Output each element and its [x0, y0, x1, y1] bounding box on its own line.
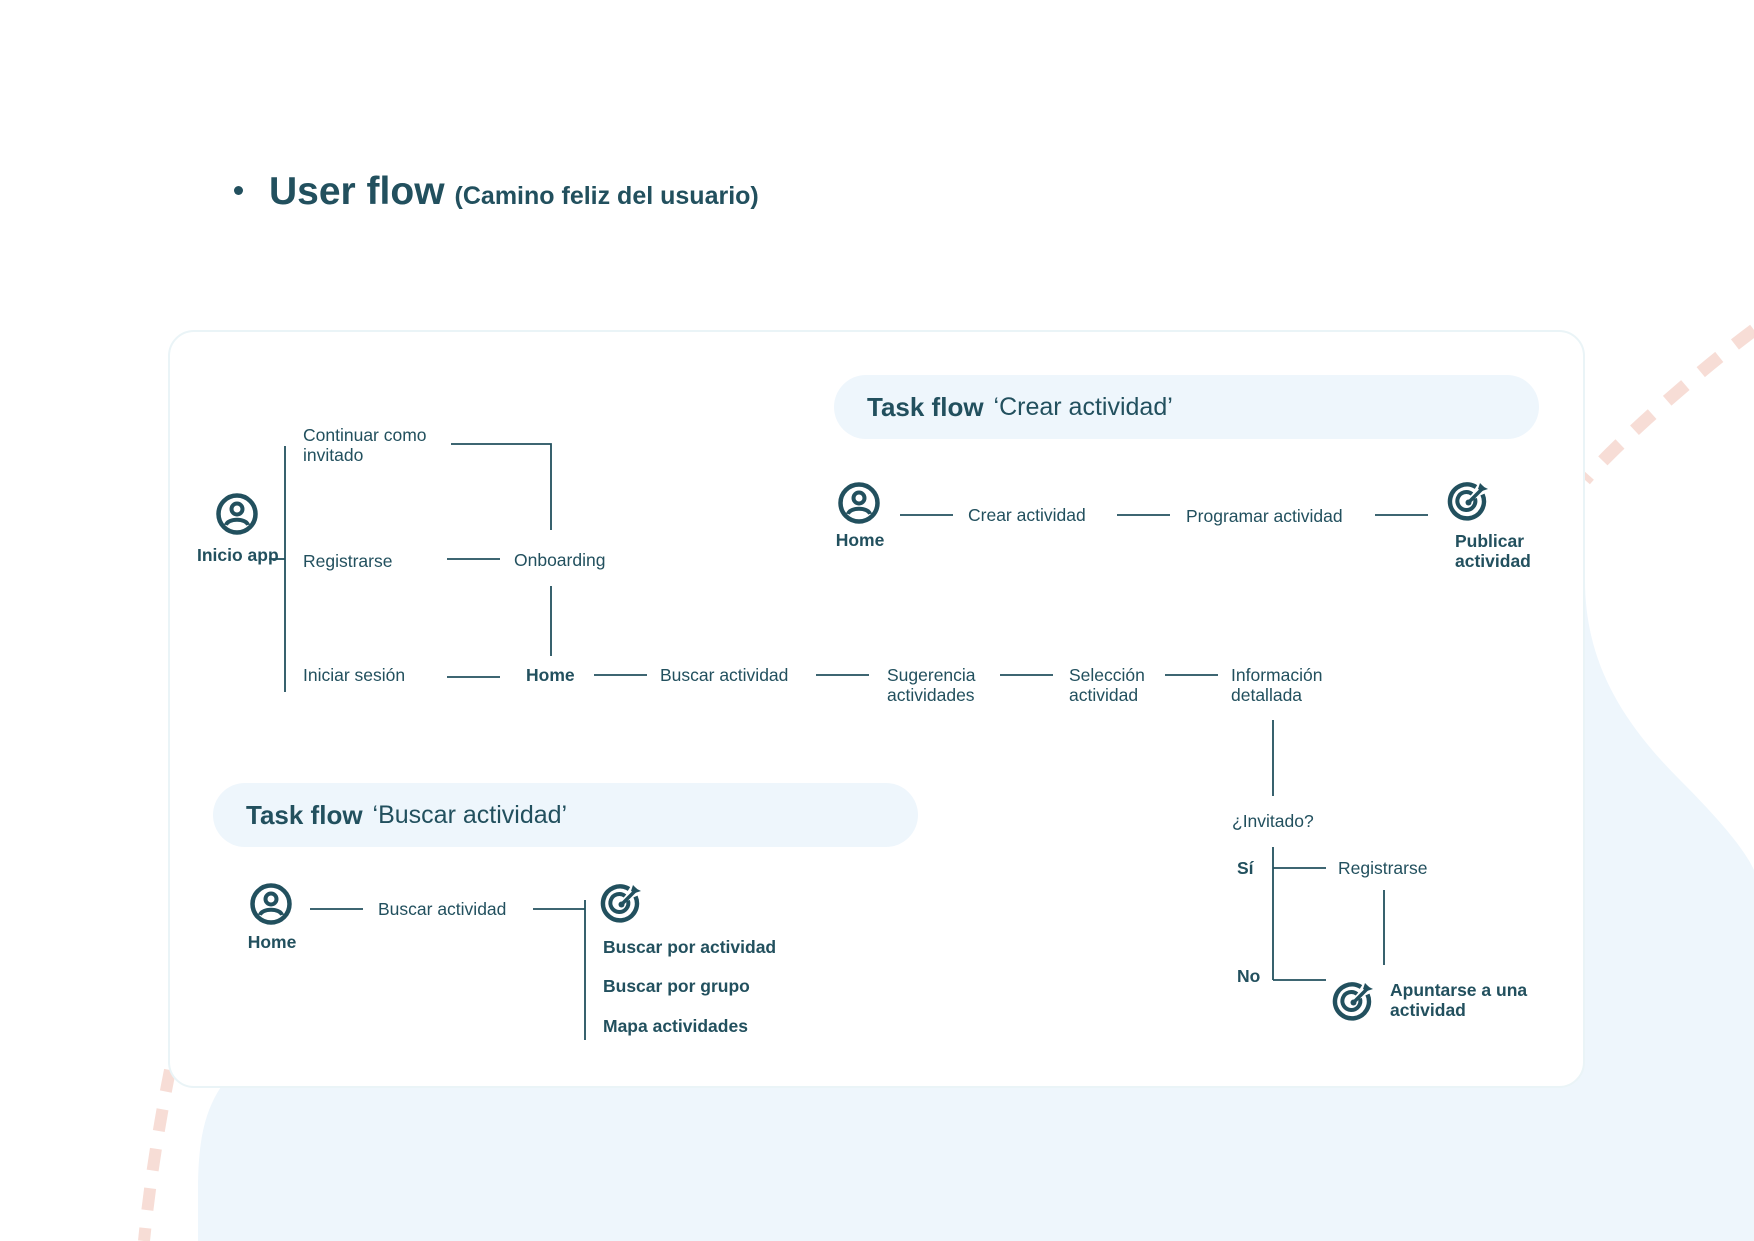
user-circle-icon: [837, 481, 881, 525]
suggestions-label: Sugerencia actividades: [887, 665, 976, 705]
no-label: No: [1237, 966, 1261, 986]
task-flow-create-header: Task flow ‘Crear actividad’: [834, 375, 1539, 439]
dashed-arc-left: [138, 1068, 176, 1241]
login-label: Iniciar sesión: [303, 665, 406, 685]
search-option-activity: Buscar por actividad: [603, 937, 777, 957]
task-flow-create-title: Task flow: [867, 391, 984, 422]
selection-label: Selección actividad: [1069, 665, 1145, 705]
search-home-label: Home: [247, 932, 297, 952]
goal-join-label: Apuntarse a una actividad: [1390, 980, 1528, 1020]
register-label: Registrarse: [303, 551, 393, 571]
diagram-card: [168, 330, 1585, 1088]
yes-label: Sí: [1237, 858, 1254, 878]
page-heading: User flow (Camino feliz del usuario): [234, 170, 759, 214]
user-circle-icon: [215, 492, 259, 536]
create-goal-label: Publicar actividad: [1455, 531, 1531, 571]
register-again-label: Registrarse: [1338, 858, 1428, 878]
onboarding-label: Onboarding: [514, 550, 606, 570]
user-circle-icon: [249, 882, 293, 926]
target-goal-icon: [1447, 480, 1491, 524]
dashed-arc-right: [1580, 324, 1754, 485]
details-label: Información detallada: [1231, 665, 1323, 705]
create-home-label: Home: [835, 530, 885, 550]
continue-as-guest-label: Continuar como invitado: [303, 425, 427, 465]
search-option-group: Buscar por grupo: [603, 976, 750, 996]
search-option-map: Mapa actividades: [603, 1016, 748, 1036]
search-activity-label: Buscar actividad: [660, 665, 789, 685]
task-flow-search-name: ‘Buscar actividad’: [372, 800, 568, 829]
task-flow-search-header: Task flow ‘Buscar actividad’: [213, 783, 918, 847]
task-flow-search-title: Task flow: [246, 799, 363, 830]
task-flow-create-name: ‘Crear actividad’: [993, 392, 1173, 421]
page-subtitle: (Camino feliz del usuario): [454, 182, 759, 210]
bullet-point: [234, 186, 243, 195]
search-step1-label: Buscar actividad: [378, 899, 507, 919]
page-title: User flow: [269, 170, 445, 213]
guest-question-label: ¿Invitado?: [1232, 811, 1314, 831]
home-label: Home: [526, 665, 575, 685]
target-goal-icon: [1332, 980, 1376, 1024]
target-goal-icon: [600, 882, 644, 926]
create-step2-label: Programar actividad: [1186, 506, 1343, 526]
start-label: Inicio app: [197, 545, 279, 565]
create-step1-label: Crear actividad: [968, 505, 1086, 525]
